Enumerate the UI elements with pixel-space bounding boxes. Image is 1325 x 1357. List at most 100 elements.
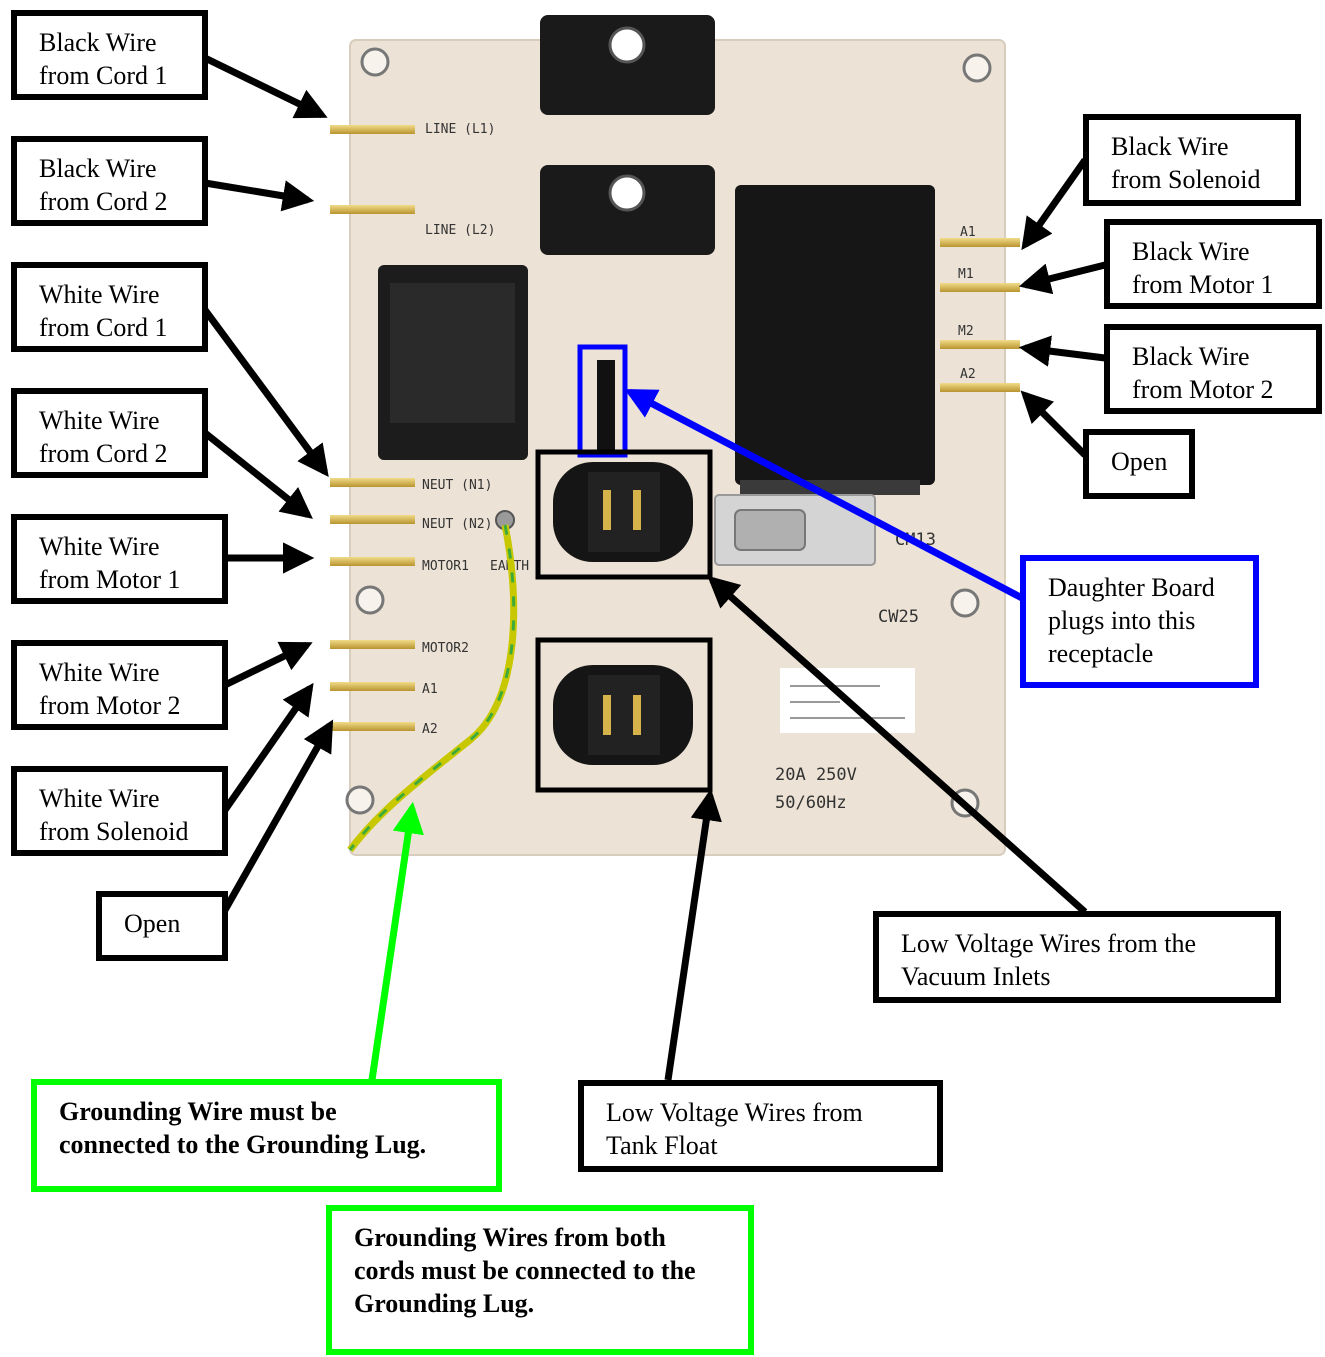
callout-line: from Motor 2 — [1132, 373, 1316, 406]
mount-hole — [357, 587, 383, 613]
push-button-bottom-cap — [610, 176, 644, 210]
daughter-board-receptacle — [597, 360, 615, 452]
callout-line: plugs into this — [1048, 604, 1253, 637]
arrow-open-right — [1025, 395, 1085, 455]
mount-hole — [362, 49, 388, 75]
callout-line: from Solenoid — [1111, 163, 1295, 196]
callout-line: from Motor 2 — [39, 689, 222, 722]
pin-label: MOTOR1 — [422, 559, 469, 574]
callout-line: from Motor 1 — [39, 563, 222, 596]
pin-label: NEUT (N2) — [422, 517, 492, 532]
pin-line-l1 — [330, 125, 415, 134]
board-rating-amps: 20A 250V — [775, 765, 857, 785]
callout-line: Open — [1111, 445, 1189, 478]
arrow-white-motor2 — [225, 645, 307, 685]
pin-motor1 — [330, 557, 415, 566]
callout-line: White Wire — [39, 530, 222, 563]
transformer-face — [390, 283, 515, 423]
callout-line: Black Wire — [1111, 130, 1295, 163]
callout-line: from Cord 2 — [39, 185, 202, 218]
callout-black-wire-motor-2: Black Wire from Motor 2 — [1104, 324, 1322, 414]
pin-motor2 — [330, 640, 415, 649]
callout-line: White Wire — [39, 656, 222, 689]
callout-line: Grounding Wire must be — [59, 1095, 496, 1128]
callout-white-wire-cord-1: White Wire from Cord 1 — [11, 262, 208, 352]
callout-white-wire-motor-2: White Wire from Motor 2 — [11, 640, 228, 730]
pin-m2 — [940, 340, 1020, 349]
pin-m1 — [940, 283, 1020, 292]
pin-label: M1 — [958, 267, 974, 282]
callout-black-wire-cord-2: Black Wire from Cord 2 — [11, 136, 208, 226]
callout-line: Tank Float — [606, 1129, 937, 1162]
callout-grounding-cords: Grounding Wires from both cords must be … — [326, 1205, 754, 1355]
pin-label: A2 — [422, 722, 438, 737]
pin-label: A1 — [422, 682, 438, 697]
callout-line: Open — [124, 907, 222, 940]
callout-line: Grounding Wires from both — [354, 1221, 748, 1254]
mount-hole — [952, 590, 978, 616]
callout-open-left: Open — [96, 891, 228, 961]
pin-neut-n2 — [330, 515, 415, 524]
inlet-connector — [553, 462, 693, 562]
callout-black-wire-cord-1: Black Wire from Cord 1 — [11, 10, 208, 100]
arrow-black-solenoid — [1025, 160, 1085, 245]
callout-grounding-wire: Grounding Wire must be connected to the … — [31, 1079, 502, 1192]
board-id-code: CW25 — [878, 607, 919, 627]
pin-label: A2 — [960, 367, 976, 382]
push-button-top-cap — [610, 28, 644, 62]
relay-shadow — [740, 480, 920, 495]
arrow-white-cord2 — [205, 433, 308, 515]
callout-line: Black Wire — [1132, 235, 1316, 268]
pin-label: NEUT (N1) — [422, 478, 492, 493]
pin-line-l2 — [330, 205, 415, 214]
callout-low-voltage-float: Low Voltage Wires from Tank Float — [578, 1080, 943, 1172]
arrow-black-cord2 — [205, 183, 308, 200]
float-connector — [553, 665, 693, 765]
arrow-black-motor1 — [1025, 265, 1105, 285]
arrow-white-solenoid — [225, 688, 310, 810]
callout-line: Black Wire — [39, 26, 202, 59]
callout-line: White Wire — [39, 782, 222, 815]
pin-a1-left — [330, 682, 415, 691]
callout-line: Daughter Board — [1048, 571, 1253, 604]
callout-white-wire-cord-2: White Wire from Cord 2 — [11, 388, 208, 478]
callout-line: Vacuum Inlets — [901, 960, 1275, 993]
callout-line: Black Wire — [1132, 340, 1316, 373]
arrow-open-left — [225, 725, 330, 910]
callout-white-wire-solenoid: White Wire from Solenoid — [11, 766, 228, 856]
mount-hole — [964, 55, 990, 81]
callout-line: White Wire — [39, 404, 202, 437]
callout-line: receptacle — [1048, 637, 1253, 670]
callout-line: connected to the Grounding Lug. — [59, 1128, 496, 1161]
relay — [735, 185, 935, 485]
pin-label: A1 — [960, 225, 976, 240]
callout-black-wire-motor-1: Black Wire from Motor 1 — [1104, 219, 1322, 309]
fuse — [735, 510, 805, 550]
arrow-black-cord1 — [205, 58, 322, 115]
pin-a1-right — [940, 238, 1020, 247]
pin-label: M2 — [958, 324, 974, 339]
callout-line: Low Voltage Wires from — [606, 1096, 937, 1129]
callout-black-wire-solenoid: Black Wire from Solenoid — [1083, 114, 1301, 206]
callout-line: from Cord 2 — [39, 437, 202, 470]
pin-a2-left — [330, 722, 415, 731]
board-rating-freq: 50/60Hz — [775, 793, 847, 813]
pin-neut-n1 — [330, 478, 415, 487]
callout-line: from Cord 1 — [39, 59, 202, 92]
arrow-black-motor2 — [1025, 348, 1105, 358]
circuit-board: CM13 CW25 20A 250V 50/60Hz — [330, 15, 1020, 855]
pin-label: MOTOR2 — [422, 641, 469, 656]
callout-line: from Solenoid — [39, 815, 222, 848]
callout-white-wire-motor-1: White Wire from Motor 1 — [11, 514, 228, 604]
callout-line: Black Wire — [39, 152, 202, 185]
callout-daughter-board: Daughter Board plugs into this receptacl… — [1020, 555, 1259, 688]
pin-label: LINE (L2) — [425, 223, 495, 238]
pin-a2-right — [940, 383, 1020, 392]
callout-line: Low Voltage Wires from the — [901, 927, 1275, 960]
callout-line: from Motor 1 — [1132, 268, 1316, 301]
callout-line: from Cord 1 — [39, 311, 202, 344]
callout-line: cords must be connected to the — [354, 1254, 748, 1287]
mount-hole — [347, 787, 373, 813]
callout-line: White Wire — [39, 278, 202, 311]
callout-open-right: Open — [1083, 429, 1195, 499]
